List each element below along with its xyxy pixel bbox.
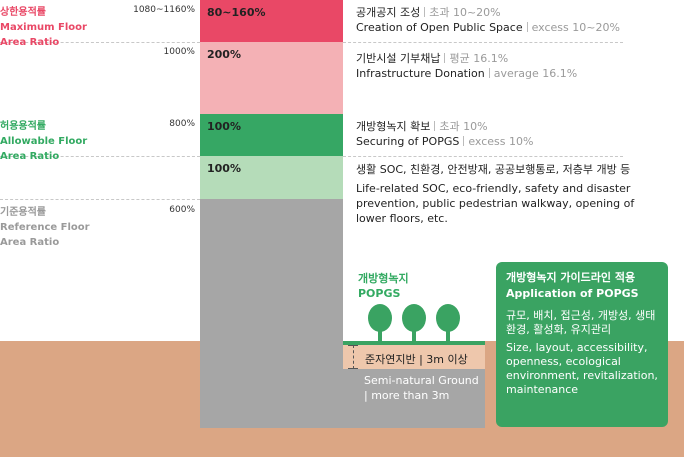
semi-natural-ground-label-ko: 준자연지반 | 3m 이상	[365, 353, 468, 366]
desc-life-soc: 생활 SOC, 친환경, 안전방재, 공공보행통로, 저층부 개방 등 Life…	[356, 163, 635, 225]
guide-line-right-2	[343, 156, 623, 157]
segment-incentive-label: 100%	[207, 162, 241, 175]
guide-line-allowable	[0, 156, 200, 157]
segment-popgs-label: 100%	[207, 120, 241, 133]
popgs-guideline-box: 개방형녹지 가이드라인 적용 Application of POPGS 규모, …	[496, 262, 668, 427]
popgs-label: 개방형녹지 POPGS	[358, 272, 409, 300]
segment-reference-base	[200, 199, 343, 428]
guideline-body-ko: 규모, 배치, 접근성, 개방성, 생태환경, 활성화, 유지관리	[506, 309, 656, 336]
segment-infrastructure: 200%	[200, 42, 343, 114]
guide-line-reference	[0, 199, 200, 200]
grass-strip	[343, 341, 485, 345]
label-allowable-far: 허용용적률 Allowable Floor Area Ratio	[0, 121, 88, 162]
guide-line-right-1	[343, 42, 623, 43]
guideline-title-ko: 개방형녹지 가이드라인 적용	[506, 271, 636, 284]
dimension-tick-bottom	[348, 368, 358, 369]
tree-icon	[402, 304, 426, 341]
guideline-body-en: Size, layout, accessibility, openness, e…	[506, 341, 658, 396]
ratio-label-600: 600%	[169, 205, 195, 215]
segment-popgs: 100%	[200, 114, 343, 156]
dimension-line	[353, 345, 354, 369]
segment-max-bonus: 80~160%	[200, 0, 343, 42]
ratio-label-max: 1080~1160%	[133, 5, 195, 15]
tree-icon	[436, 304, 460, 341]
segment-max-bonus-label: 80~160%	[207, 6, 266, 19]
semi-natural-ground	[343, 345, 485, 369]
tree-icon	[368, 304, 392, 341]
segment-incentive: 100%	[200, 156, 343, 199]
semi-natural-ground-label-en: Semi-natural Ground | more than 3m	[364, 374, 479, 402]
basement-area	[343, 369, 485, 428]
dimension-tick-top	[348, 345, 358, 346]
ratio-label-1000: 1000%	[163, 47, 195, 57]
segment-infrastructure-label: 200%	[207, 48, 241, 61]
guideline-title-en: Application of POPGS	[506, 287, 639, 300]
ratio-label-800: 800%	[169, 119, 195, 129]
guide-line-1000	[0, 42, 200, 43]
label-maximum-far: 상한용적률 Maximum Floor Area Ratio	[0, 7, 87, 48]
label-reference-far: 기준용적률 Reference Floor Area Ratio	[0, 207, 90, 248]
